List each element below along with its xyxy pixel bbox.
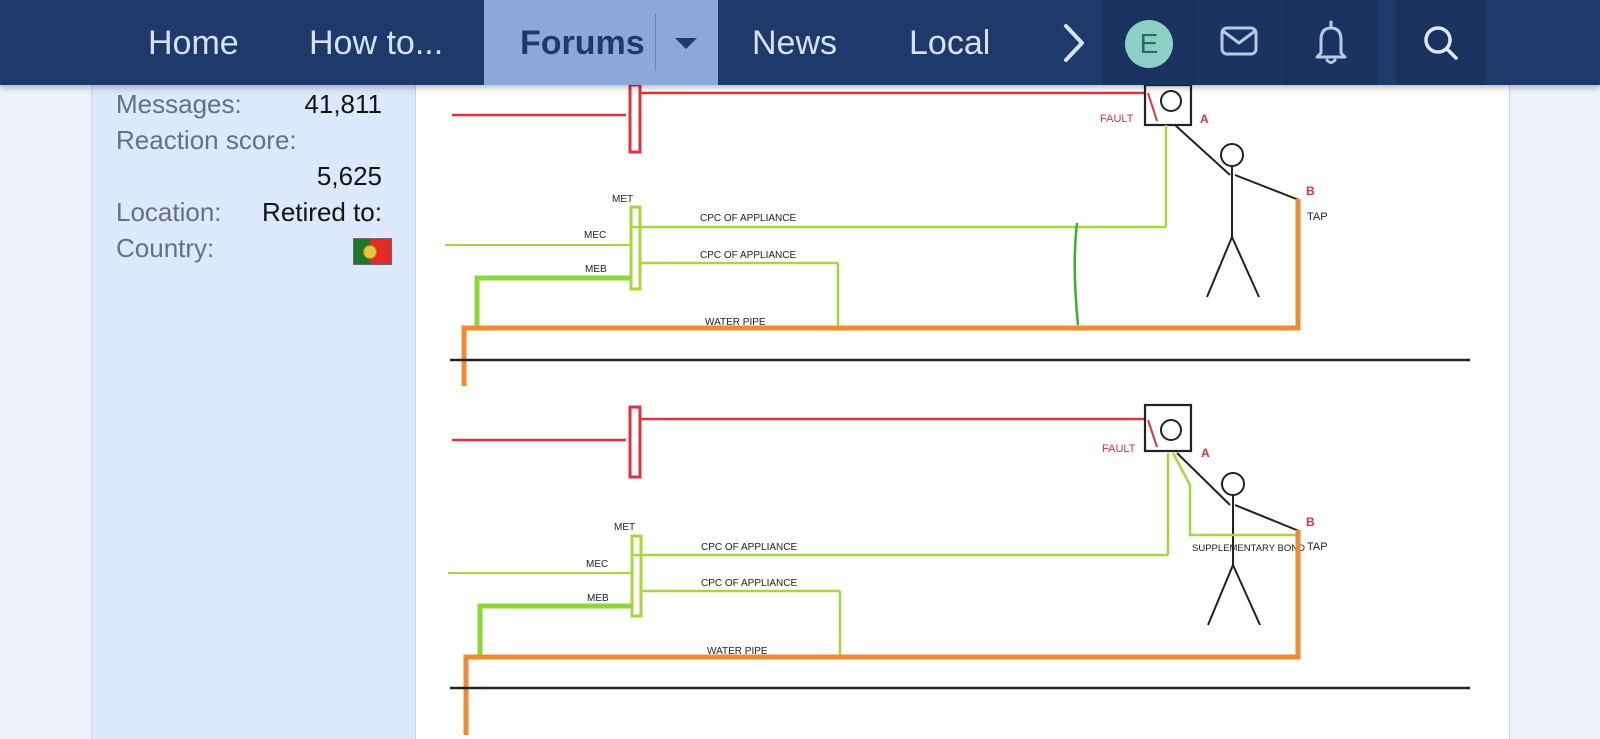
met-label: MET — [614, 522, 635, 533]
diagram-bottom: FAULT A B TAP SUPPLEMENTARY BOND MET MEC — [448, 403, 1470, 735]
cpc-label: CPC OF APPLIANCE — [700, 250, 796, 261]
water-pipe-label: WATER PIPE — [707, 646, 768, 657]
nav-item-home[interactable]: Home — [148, 24, 239, 62]
supplementary-bond-label: SUPPLEMENTARY BOND — [1192, 543, 1305, 554]
meb-label: MEB — [585, 264, 607, 275]
bell-icon[interactable] — [1285, 0, 1377, 85]
user-avatar[interactable]: E — [1125, 20, 1173, 68]
diagram-top: FAULT A B TAP MET MEC MEB CPC OF APPLIAN… — [445, 85, 1470, 386]
divider — [1285, 0, 1287, 85]
meb-label: MEB — [587, 593, 609, 604]
user-info-sidebar: Messages: 41,811 Reaction score: 5,625 L… — [92, 85, 416, 739]
search-button[interactable] — [1396, 0, 1486, 85]
portugal-flag-icon — [353, 238, 392, 265]
point-a-label: A — [1200, 112, 1209, 126]
cpc-label: CPC OF APPLIANCE — [700, 213, 796, 224]
nav-item-local[interactable]: Local — [909, 24, 991, 62]
search-icon — [1424, 26, 1458, 60]
tap-label: TAP — [1307, 211, 1328, 223]
cpc-label: CPC OF APPLIANCE — [701, 578, 797, 589]
nav-item-news[interactable]: News — [752, 24, 838, 62]
messages-label: Messages: — [116, 89, 242, 119]
met-label: MET — [612, 194, 633, 205]
top-navigation-bar: Home How to... Forums News Local E — [0, 0, 1600, 85]
reaction-score-label: Reaction score: — [116, 125, 297, 155]
user-actions-group: E — [1101, 0, 1379, 85]
mec-label: MEC — [586, 559, 608, 570]
chevron-down-icon[interactable] — [675, 38, 697, 49]
fault-label: FAULT — [1100, 113, 1134, 125]
cpc-label: CPC OF APPLIANCE — [701, 542, 797, 553]
location-value: Retired to: — [262, 197, 382, 227]
messages-value: 41,811 — [304, 89, 382, 119]
point-b-label: B — [1306, 184, 1315, 198]
nav-item-forums-label: Forums — [520, 24, 645, 62]
chevron-right-icon[interactable] — [1058, 22, 1088, 64]
tap-label: TAP — [1307, 541, 1328, 553]
location-label: Location: — [116, 197, 222, 227]
bonding-diagram: FAULT A B TAP MET MEC MEB CPC OF APPLIAN… — [440, 85, 1490, 739]
nav-separator — [655, 14, 656, 71]
water-pipe-label: WATER PIPE — [705, 317, 766, 328]
point-a-label: A — [1201, 446, 1210, 460]
nav-item-forums[interactable]: Forums — [484, 0, 718, 85]
nav-item-how-to[interactable]: How to... — [309, 24, 444, 62]
mail-icon[interactable] — [1193, 0, 1285, 85]
mec-label: MEC — [584, 230, 606, 241]
point-b-label: B — [1306, 515, 1315, 529]
divider — [1193, 0, 1195, 85]
country-label: Country: — [116, 233, 215, 263]
reaction-score-value: 5,625 — [316, 161, 382, 191]
wiring-diagram-image: FAULT A B TAP MET MEC MEB CPC OF APPLIAN… — [440, 85, 1490, 739]
fault-label: FAULT — [1102, 443, 1136, 455]
